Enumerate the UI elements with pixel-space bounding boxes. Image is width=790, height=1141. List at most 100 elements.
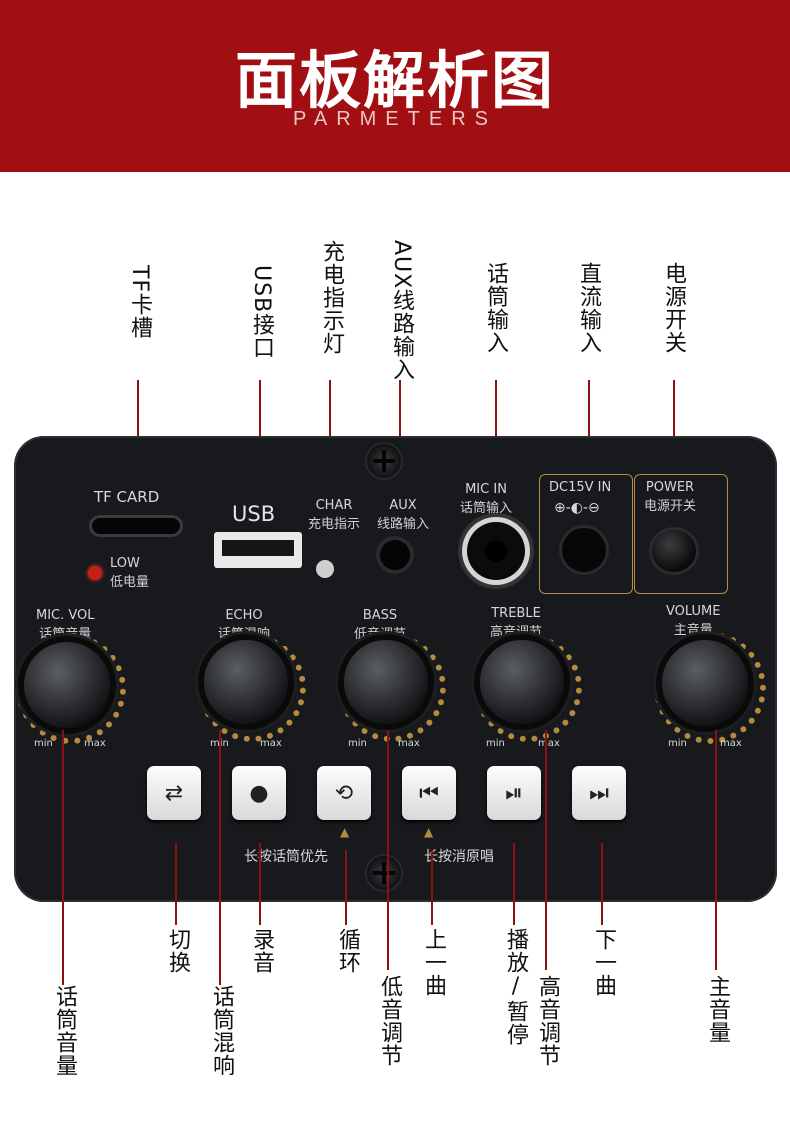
bass-knob[interactable] <box>344 640 428 724</box>
treble-knob[interactable] <box>480 640 564 724</box>
hint-vocal-remove: 长按消原唱 <box>424 849 494 865</box>
tf-card-slot[interactable] <box>92 518 180 534</box>
next-icon: ⏭ <box>589 780 609 806</box>
knob-label-en: BASS <box>362 608 398 623</box>
low-label-cn: 低电量 <box>110 575 150 590</box>
aux-label-en: AUX <box>389 498 417 513</box>
knob-min-label: min <box>348 738 367 749</box>
arrow-up-icon: ▲ <box>340 825 350 839</box>
knob-max-label: max <box>398 738 420 749</box>
knob-scale <box>474 634 582 742</box>
next-button[interactable]: ⏭ <box>572 766 626 820</box>
knob-min-label: min <box>34 738 53 749</box>
leader-line <box>545 730 547 970</box>
label-dc-input: 直流输入 <box>576 262 601 354</box>
knob-scale <box>338 634 446 742</box>
mic-in-label-cn: 话筒输入 <box>460 501 513 516</box>
dc-in-label: DC15V IN <box>549 480 612 495</box>
label-next: 下一曲 <box>591 928 616 997</box>
power-label-en: POWER <box>645 480 695 495</box>
knob-label-en: VOLUME <box>666 604 721 619</box>
mic-in-label: MIC IN 话筒输入 <box>460 482 512 516</box>
leader-line <box>259 843 261 925</box>
mic-in-label-en: MIC IN <box>465 482 507 497</box>
label-tf-slot: TF卡槽 <box>127 265 152 340</box>
tf-card-label: TF CARD <box>94 488 160 506</box>
knob-scale <box>16 634 126 744</box>
label-mic-volume: 话筒音量 <box>52 985 77 1077</box>
aux-label-cn: 线路输入 <box>377 517 430 532</box>
knob-label-en: TREBLE <box>491 606 541 621</box>
label-bass: 低音调节 <box>377 975 402 1067</box>
leader-line <box>513 843 515 925</box>
label-record: 录音 <box>249 928 274 974</box>
low-battery-label: LOW 低电量 <box>110 556 149 590</box>
power-switch[interactable] <box>652 530 696 572</box>
label-usb-port: USB接口 <box>249 265 274 360</box>
knob-max-label: max <box>538 738 560 749</box>
hint-mic-priority: 长按话筒优先 <box>244 849 328 865</box>
label-switch: 切换 <box>165 928 190 974</box>
switch-button[interactable]: ⇄ <box>147 766 201 820</box>
dc-input-jack[interactable] <box>562 528 606 572</box>
label-previous: 上一曲 <box>421 928 446 997</box>
previous-button[interactable]: ⏮ <box>402 766 456 820</box>
knob-scale <box>198 634 306 742</box>
label-aux-input: AUX线路输入 <box>389 240 414 382</box>
leader-line <box>601 843 603 925</box>
dc-polarity-icon: ⊕-◐-⊖ <box>554 500 600 516</box>
knob-max-label: max <box>260 738 282 749</box>
mic-volume-knob[interactable] <box>24 642 110 728</box>
arrow-up-icon: ▲ <box>424 825 434 839</box>
leader-line <box>431 850 433 925</box>
label-main-volume: 主音量 <box>705 975 730 1044</box>
knob-label-en: ECHO <box>225 608 263 623</box>
echo-knob[interactable] <box>204 640 288 724</box>
knob-max-label: max <box>720 738 742 749</box>
label-loop: 循环 <box>335 928 360 974</box>
leader-line <box>345 850 347 925</box>
page-title: 面板解析图 <box>234 44 555 117</box>
aux-input-jack[interactable] <box>380 540 410 570</box>
play-pause-button[interactable]: ⏯ <box>487 766 541 820</box>
power-label-cn: 电源开关 <box>644 499 697 514</box>
label-treble: 高音调节 <box>535 975 560 1067</box>
loop-icon: ⟲ <box>334 780 354 806</box>
leader-line <box>387 730 389 970</box>
low-label-en: LOW <box>110 556 140 571</box>
dc-input-box <box>539 474 633 594</box>
volume-knob[interactable] <box>662 640 748 726</box>
knob-min-label: min <box>668 738 687 749</box>
mic-input-jack[interactable] <box>467 522 525 580</box>
record-icon: ● <box>249 780 269 806</box>
label-mic-input: 话筒输入 <box>483 262 508 354</box>
knob-max-label: max <box>84 738 106 749</box>
page-subtitle: PARMETERS <box>293 108 497 130</box>
screw-icon <box>367 856 401 890</box>
play-pause-icon: ⏯ <box>505 780 523 806</box>
knob-label-en: MIC. VOL <box>36 608 95 623</box>
header-banner: 面板解析图 PARMETERS <box>0 0 790 172</box>
leader-line <box>175 843 177 925</box>
char-label: CHAR 充电指示 <box>308 498 360 532</box>
label-charge-indicator: 充电指示灯 <box>319 240 344 355</box>
aux-label: AUX 线路输入 <box>377 498 429 532</box>
label-mic-echo: 话筒混响 <box>209 985 234 1077</box>
previous-icon: ⏮ <box>419 780 439 806</box>
leader-line <box>219 730 221 985</box>
knob-min-label: min <box>486 738 505 749</box>
power-label: POWER 电源开关 <box>644 480 696 514</box>
usb-port[interactable] <box>214 532 302 568</box>
screw-icon <box>367 444 401 478</box>
leader-line <box>62 730 64 985</box>
usb-label: USB <box>232 502 276 526</box>
loop-button[interactable]: ⟲ <box>317 766 371 820</box>
low-battery-led <box>88 566 102 580</box>
record-button[interactable]: ● <box>232 766 286 820</box>
leader-line <box>715 730 717 970</box>
charge-indicator-led <box>316 560 334 578</box>
char-label-cn: 充电指示 <box>308 517 361 532</box>
device-panel: TF CARD LOW 低电量 USB CHAR 充电指示 AUX 线路输入 M… <box>14 436 777 902</box>
switch-icon: ⇄ <box>164 780 184 806</box>
label-power-switch: 电源开关 <box>661 262 686 354</box>
